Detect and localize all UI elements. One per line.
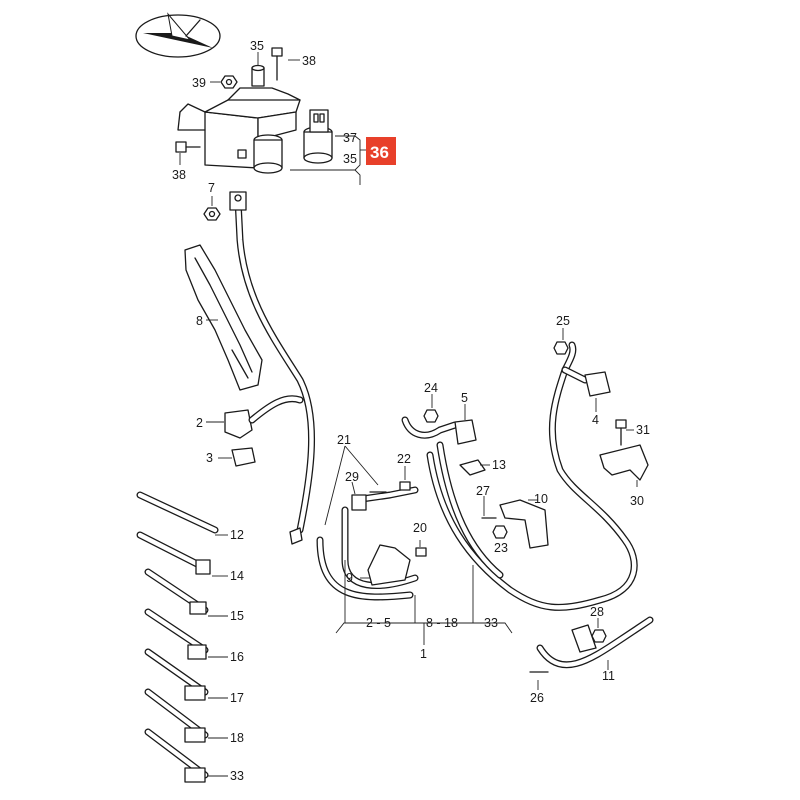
label-3: 3 bbox=[206, 451, 213, 465]
label-24: 24 bbox=[424, 381, 438, 395]
part-labels: 35 38 39 37 35 38 7 8 2 3 25 4 24 5 31 2… bbox=[172, 39, 650, 783]
range-33: 33 bbox=[484, 616, 498, 630]
label-26: 26 bbox=[530, 691, 544, 705]
label-33-bottom: 33 bbox=[230, 769, 244, 783]
leader-lines bbox=[179, 52, 638, 777]
label-2: 2 bbox=[196, 416, 203, 430]
label-23: 23 bbox=[494, 541, 508, 555]
label-28: 28 bbox=[590, 605, 604, 619]
label-13: 13 bbox=[492, 458, 506, 472]
label-17: 17 bbox=[230, 691, 244, 705]
cable-duct-8 bbox=[184, 244, 263, 391]
label-8: 8 bbox=[196, 314, 203, 328]
label-20: 20 bbox=[413, 521, 427, 535]
label-5: 5 bbox=[461, 391, 468, 405]
label-12: 12 bbox=[230, 528, 244, 542]
label-38-left: 38 bbox=[172, 168, 186, 182]
label-14: 14 bbox=[230, 569, 244, 583]
badge-36-text: 36 bbox=[370, 143, 389, 162]
label-7: 7 bbox=[208, 181, 215, 195]
label-35-top: 35 bbox=[250, 39, 264, 53]
label-15: 15 bbox=[230, 609, 244, 623]
range-2-5: 2 - 5 bbox=[366, 616, 391, 630]
label-25: 25 bbox=[556, 314, 570, 328]
label-35-bottom: 35 bbox=[343, 152, 357, 166]
label-30: 30 bbox=[630, 494, 644, 508]
relay-box-assembly bbox=[175, 47, 333, 174]
label-16: 16 bbox=[230, 650, 244, 664]
label-21: 21 bbox=[337, 433, 351, 447]
label-38-top: 38 bbox=[302, 54, 316, 68]
label-1: 1 bbox=[420, 647, 427, 661]
cable-ties bbox=[136, 491, 219, 783]
badge-36: 36 bbox=[366, 137, 396, 165]
label-39: 39 bbox=[192, 76, 206, 90]
label-18: 18 bbox=[230, 731, 244, 745]
label-11: 11 bbox=[602, 669, 615, 683]
label-37: 37 bbox=[343, 131, 357, 145]
label-27: 27 bbox=[476, 484, 490, 498]
compass-logo-icon bbox=[135, 12, 221, 58]
label-4: 4 bbox=[592, 413, 599, 427]
label-29: 29 bbox=[345, 470, 359, 484]
range-8-18: 8 - 18 bbox=[426, 616, 458, 630]
label-10: 10 bbox=[534, 492, 548, 506]
battery-cable bbox=[229, 191, 315, 534]
label-31: 31 bbox=[636, 423, 650, 437]
label-9: 9 bbox=[346, 571, 353, 585]
main-wiring-loom bbox=[316, 341, 638, 611]
label-22: 22 bbox=[397, 452, 411, 466]
